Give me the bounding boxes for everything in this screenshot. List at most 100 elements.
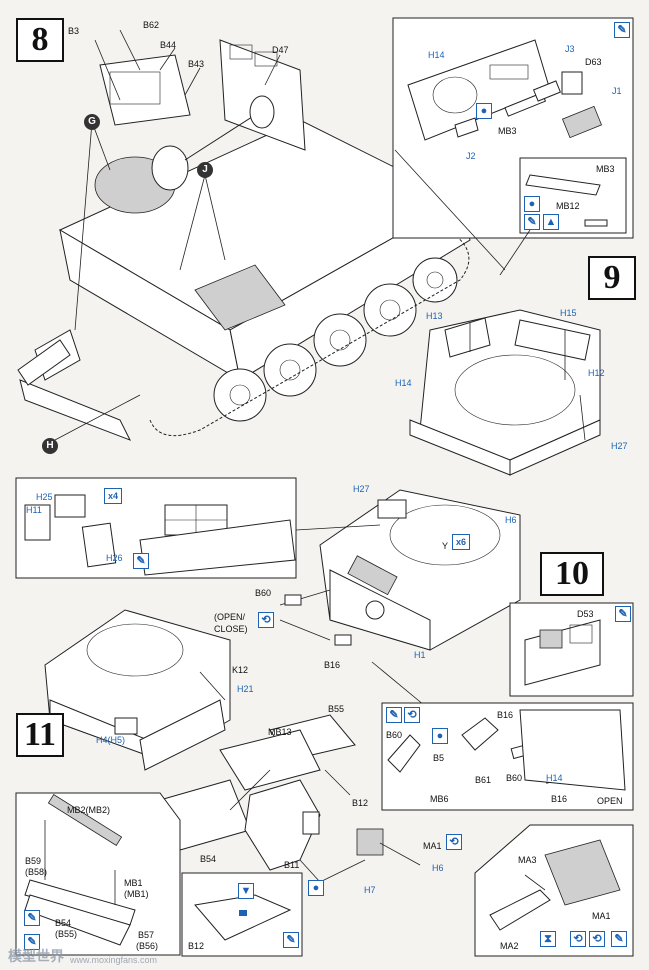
label-b61: B61 bbox=[475, 775, 492, 785]
rotate-open-close-icon: ⟲ bbox=[589, 931, 605, 947]
label-h6-step11: H6 bbox=[432, 863, 444, 873]
label-b12-inset: B12 bbox=[188, 941, 205, 951]
label-h11: H11 bbox=[26, 505, 42, 515]
label-ma1: MA1 bbox=[423, 841, 442, 851]
step-number-8: 8 bbox=[16, 18, 64, 62]
label-y: Y bbox=[442, 541, 449, 551]
label-close: CLOSE) bbox=[214, 624, 248, 634]
label-b11: B11 bbox=[284, 860, 300, 870]
label-open-inset: OPEN bbox=[597, 796, 623, 806]
label-b55-inset: (B55) bbox=[55, 929, 78, 939]
label-h7: H7 bbox=[364, 885, 376, 895]
label-h14-box: H14 bbox=[428, 50, 445, 60]
label-b5: B5 bbox=[433, 753, 445, 763]
label-j2: J2 bbox=[466, 151, 476, 161]
label-b54-inset: B54 bbox=[55, 918, 72, 928]
glue-icon: ● bbox=[524, 196, 540, 212]
label-ma3: MA3 bbox=[518, 855, 537, 865]
flip-icon: ⧗ bbox=[540, 931, 556, 947]
label-h21: H21 bbox=[237, 684, 254, 694]
label-b58: (B58) bbox=[25, 867, 48, 877]
label-b16-inset: B16 bbox=[497, 710, 514, 720]
label-b55: B55 bbox=[328, 704, 345, 714]
step11-inset-hatch bbox=[381, 702, 634, 811]
step11-inset-mb2 bbox=[15, 792, 181, 956]
glue-icon: ● bbox=[476, 103, 492, 119]
alignment-arrow-icon: ▲ bbox=[543, 214, 559, 230]
watermark-url: www.moxingfans.com bbox=[70, 955, 158, 965]
label-d63: D63 bbox=[585, 57, 602, 67]
label-h6: H6 bbox=[505, 515, 517, 525]
label-h26: H26 bbox=[106, 553, 123, 563]
cement-brush-icon: ✎ bbox=[24, 910, 40, 926]
glue-icon: ● bbox=[308, 880, 324, 896]
cement-brush-icon: ✎ bbox=[133, 553, 149, 569]
label-h13: H13 bbox=[426, 311, 443, 321]
label-h25: H25 bbox=[36, 492, 53, 502]
step10-right-inset bbox=[509, 602, 634, 697]
step9-assembly bbox=[409, 309, 601, 476]
step9-detail-box bbox=[392, 17, 634, 276]
rotate-open-close-icon: ⟲ bbox=[258, 612, 274, 628]
step8-hull-drawing bbox=[17, 29, 471, 441]
label-ma2: MA2 bbox=[500, 941, 519, 951]
label-b57: B57 bbox=[138, 930, 155, 940]
label-k12: K12 bbox=[232, 665, 249, 675]
step-number-9: 9 bbox=[588, 256, 636, 300]
label-b12: B12 bbox=[352, 798, 369, 808]
step-number-10: 10 bbox=[540, 552, 604, 596]
label-mb3: MB3 bbox=[498, 126, 517, 136]
label-h14: H14 bbox=[395, 378, 412, 388]
quantity-x4-badge: x4 bbox=[104, 488, 122, 504]
rotate-open-close-icon: ⟲ bbox=[446, 834, 462, 850]
rotate-open-close-icon: ⟲ bbox=[570, 931, 586, 947]
step11-inset-ma1 bbox=[474, 824, 634, 957]
label-b56: (B56) bbox=[136, 941, 159, 951]
label-mb2: MB2(MB2) bbox=[67, 805, 111, 815]
label-b16-step10: B16 bbox=[324, 660, 341, 670]
label-mb3-inset: MB3 bbox=[596, 164, 615, 174]
label-h14-inset: H14 bbox=[546, 773, 563, 783]
label-mb6: MB6 bbox=[430, 794, 449, 804]
cement-brush-icon: ✎ bbox=[24, 934, 40, 950]
part-marker-h: H bbox=[42, 438, 58, 454]
label-b60-inset: B60 bbox=[386, 730, 403, 740]
label-d47: D47 bbox=[272, 45, 289, 55]
label-b16-inset2: B16 bbox=[551, 794, 568, 804]
label-h12: H12 bbox=[588, 368, 605, 378]
step-number-11: 11 bbox=[16, 713, 64, 757]
cement-brush-icon: ✎ bbox=[611, 931, 627, 947]
cement-brush-icon: ✎ bbox=[615, 606, 631, 622]
label-d53: D53 bbox=[577, 609, 594, 619]
label-b3: B3 bbox=[68, 26, 80, 36]
label-mb1: MB1 bbox=[124, 878, 143, 888]
cement-brush-icon: ✎ bbox=[614, 22, 630, 38]
label-mb13: MB13 bbox=[268, 727, 292, 737]
step10-left-inset bbox=[15, 477, 297, 579]
label-ma1-inset: MA1 bbox=[592, 911, 611, 921]
label-open: (OPEN/ bbox=[214, 612, 246, 622]
label-b44: B44 bbox=[160, 40, 177, 50]
watermark-logo-text: 模型世界 bbox=[8, 948, 64, 964]
label-b60-inset2: B60 bbox=[506, 773, 523, 783]
step11-plates bbox=[159, 714, 421, 883]
part-marker-j: J bbox=[197, 162, 213, 178]
label-mb1-alt: (MB1) bbox=[124, 889, 149, 899]
cement-brush-icon: ✎ bbox=[524, 214, 540, 230]
rotate-open-close-icon: ⟲ bbox=[404, 707, 420, 723]
label-b62: B62 bbox=[143, 20, 160, 30]
label-b60-step10: B60 bbox=[255, 588, 272, 598]
label-h27-step10: H27 bbox=[353, 484, 370, 494]
label-b43: B43 bbox=[188, 59, 205, 69]
cement-brush-icon: ✎ bbox=[386, 707, 402, 723]
label-h1: H1 bbox=[414, 650, 426, 660]
step10-turret bbox=[279, 489, 521, 711]
label-b59: B59 bbox=[25, 856, 42, 866]
cement-brush-icon: ✎ bbox=[283, 932, 299, 948]
part-marker-g: G bbox=[84, 114, 100, 130]
alignment-arrow-icon: ▼ bbox=[238, 883, 254, 899]
label-h4-h5: H4(H5) bbox=[96, 735, 126, 745]
step11-inset-b12 bbox=[181, 872, 303, 957]
